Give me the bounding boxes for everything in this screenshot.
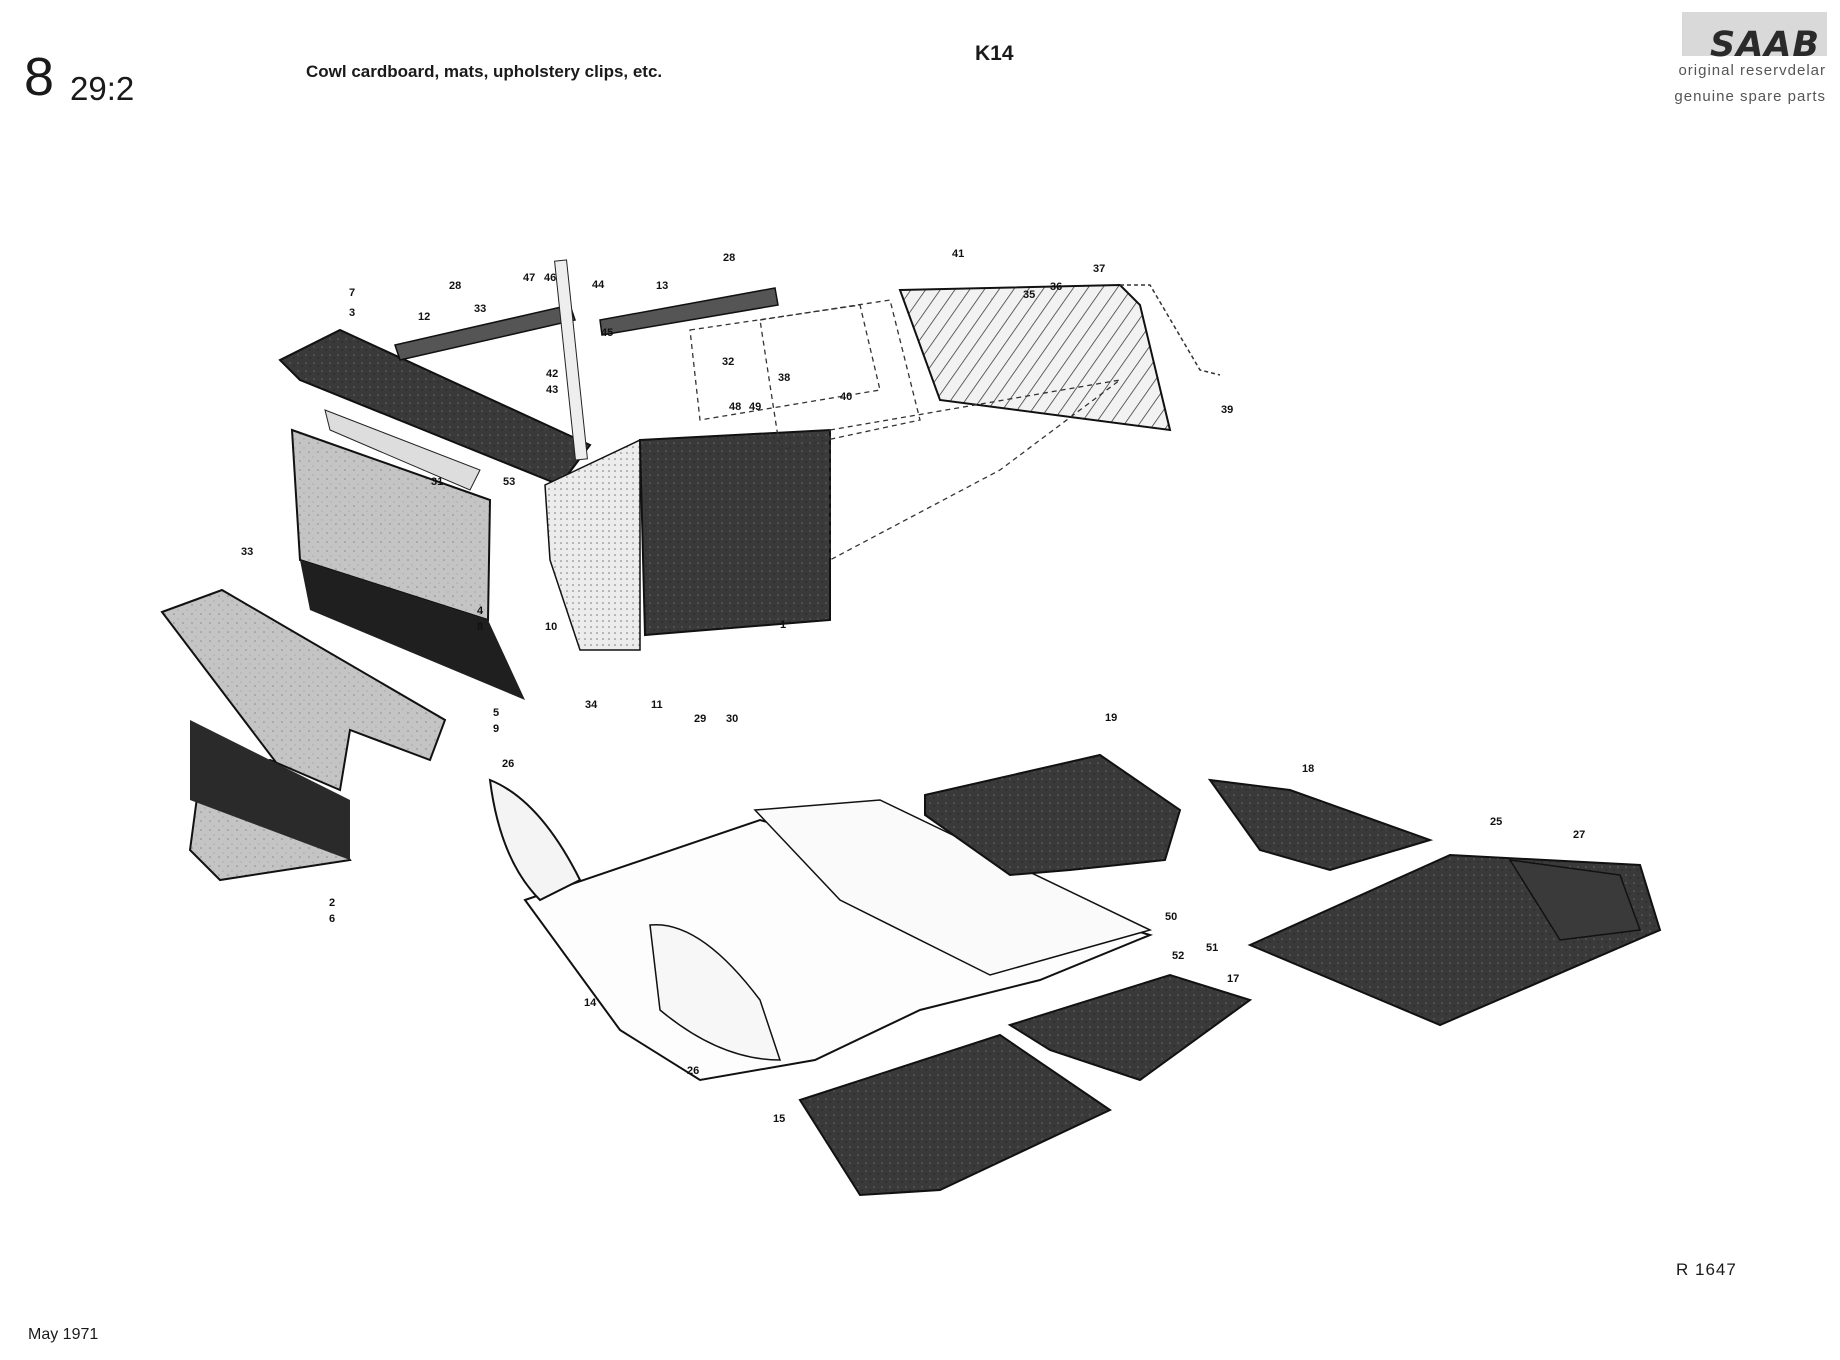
callout-label: 28 — [449, 280, 461, 292]
callout-label: 7 — [349, 287, 355, 299]
rear-floor-mat — [924, 753, 1434, 877]
callout-label: 9 — [493, 723, 499, 735]
callout-label: 37 — [1093, 263, 1105, 275]
callout-label: 27 — [1573, 829, 1585, 841]
floor-pan-outline — [488, 778, 1154, 1082]
callout-label: 25 — [1490, 816, 1502, 828]
callout-label: 19 — [1105, 712, 1117, 724]
group-number: 8 — [24, 47, 55, 107]
model-code: K14 — [975, 42, 1014, 65]
callout-label: 38 — [778, 372, 790, 384]
cowl-upper-pad — [278, 328, 592, 491]
callout-label: 17 — [1227, 973, 1239, 985]
callout-label: 36 — [1050, 281, 1062, 293]
callout-label: 49 — [749, 401, 761, 413]
rear-side-panel — [898, 283, 1221, 432]
callout-label: 8 — [477, 621, 483, 633]
callout-label: 30 — [726, 713, 738, 725]
callout-label: 32 — [722, 356, 734, 368]
luggage-mat — [1247, 853, 1662, 1027]
callout-label: 10 — [545, 621, 557, 633]
callout-label: 3 — [349, 307, 355, 319]
callout-label: 47 — [523, 272, 535, 284]
publication-date: May 1971 — [28, 1326, 99, 1343]
callout-label: 4 — [477, 605, 484, 617]
callout-label: 12 — [418, 311, 430, 323]
callout-labels: 7 3 28 12 33 47 46 44 13 28 41 37 36 35 … — [241, 248, 1585, 1125]
callout-label: 48 — [729, 401, 741, 413]
door-area-panel — [544, 428, 831, 651]
callout-label: 35 — [1023, 289, 1035, 301]
callout-label: 1 — [780, 619, 786, 631]
callout-label: 50 — [1165, 911, 1177, 923]
callout-label: 6 — [329, 913, 335, 925]
callout-label: 39 — [1221, 404, 1233, 416]
callout-label: 11 — [651, 699, 663, 711]
callout-label: 33 — [241, 546, 253, 558]
callout-label: 45 — [601, 327, 613, 339]
brand-line-swedish: original reservdelar — [1678, 62, 1826, 79]
callout-label: 18 — [1302, 763, 1314, 775]
section-number: 29:2 — [70, 70, 135, 107]
callout-label: 44 — [592, 279, 605, 291]
callout-label: 53 — [503, 476, 515, 488]
callout-label: 2 — [329, 897, 335, 909]
callout-label: 41 — [952, 248, 964, 260]
callout-label: 31 — [431, 476, 443, 488]
callout-label: 46 — [544, 272, 556, 284]
callout-label: 26 — [502, 758, 514, 770]
callout-label: 26 — [687, 1065, 699, 1077]
callout-label: 40 — [840, 391, 852, 403]
callout-label: 42 — [546, 368, 558, 380]
callout-label: 43 — [546, 384, 558, 396]
drawing-reference: R 1647 — [1676, 1260, 1737, 1279]
callout-label: 51 — [1206, 942, 1218, 954]
tunnel-cover — [160, 588, 447, 882]
dashed-outline-panels — [689, 299, 1121, 562]
callout-label: 34 — [585, 699, 598, 711]
saab-logo: SAAB — [1682, 12, 1827, 65]
callout-label: 29 — [694, 713, 706, 725]
callout-label: 33 — [474, 303, 486, 315]
callout-label: 15 — [773, 1113, 785, 1125]
page-title: Cowl cardboard, mats, upholstery clips, … — [306, 62, 663, 81]
front-floor-mats — [798, 973, 1253, 1197]
callout-label: 52 — [1172, 950, 1184, 962]
brand-block: SAAB original reservdelar genuine spare … — [1660, 0, 1840, 108]
callout-label: 28 — [723, 252, 735, 264]
callout-label: 14 — [584, 997, 597, 1009]
cowl-side-cardboard — [290, 428, 525, 700]
callout-label: 5 — [493, 707, 499, 719]
logo-text: SAAB — [1710, 25, 1821, 65]
upper-trim-rails — [394, 259, 779, 461]
callout-label: 13 — [656, 280, 668, 292]
brand-line-english: genuine spare parts — [1674, 88, 1826, 105]
